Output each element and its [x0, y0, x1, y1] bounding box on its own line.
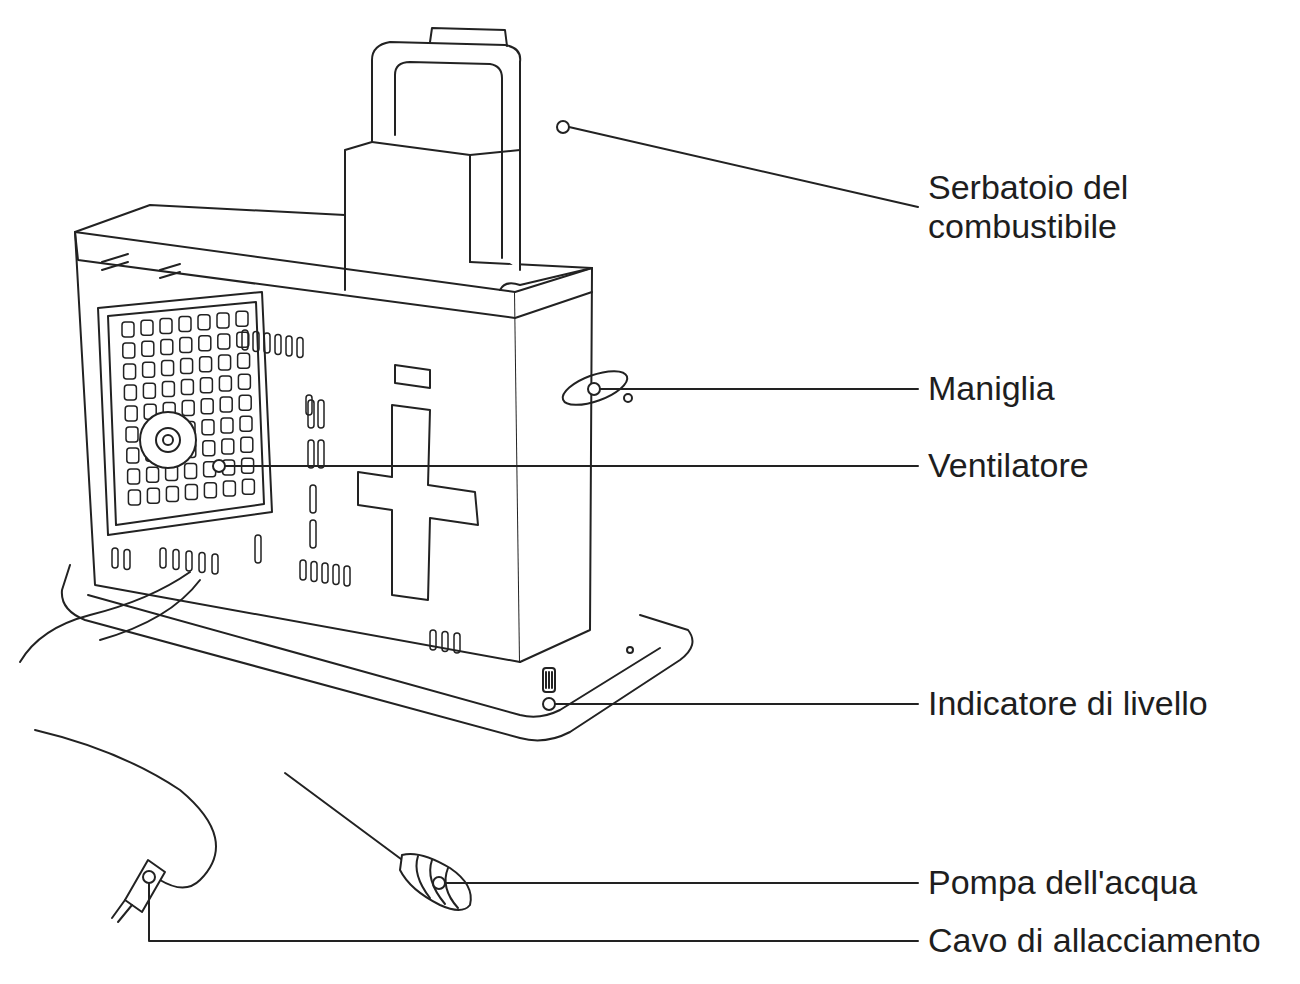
leader-line: [445, 882, 918, 884]
leader-line: [225, 465, 918, 467]
part-label: Cavo di allacciamento: [928, 921, 1261, 960]
part-label: Pompa dell'acqua: [928, 863, 1197, 902]
leader-line: [555, 703, 918, 705]
part-label: Indicatore di livello: [928, 684, 1208, 723]
leader-line: [569, 127, 918, 207]
part-label: Ventilatore: [928, 446, 1089, 485]
part-label: Serbatoio del combustibile: [928, 168, 1188, 246]
part-label: Maniglia: [928, 369, 1055, 408]
leader-line: [600, 388, 918, 390]
leader-line: [149, 883, 918, 941]
